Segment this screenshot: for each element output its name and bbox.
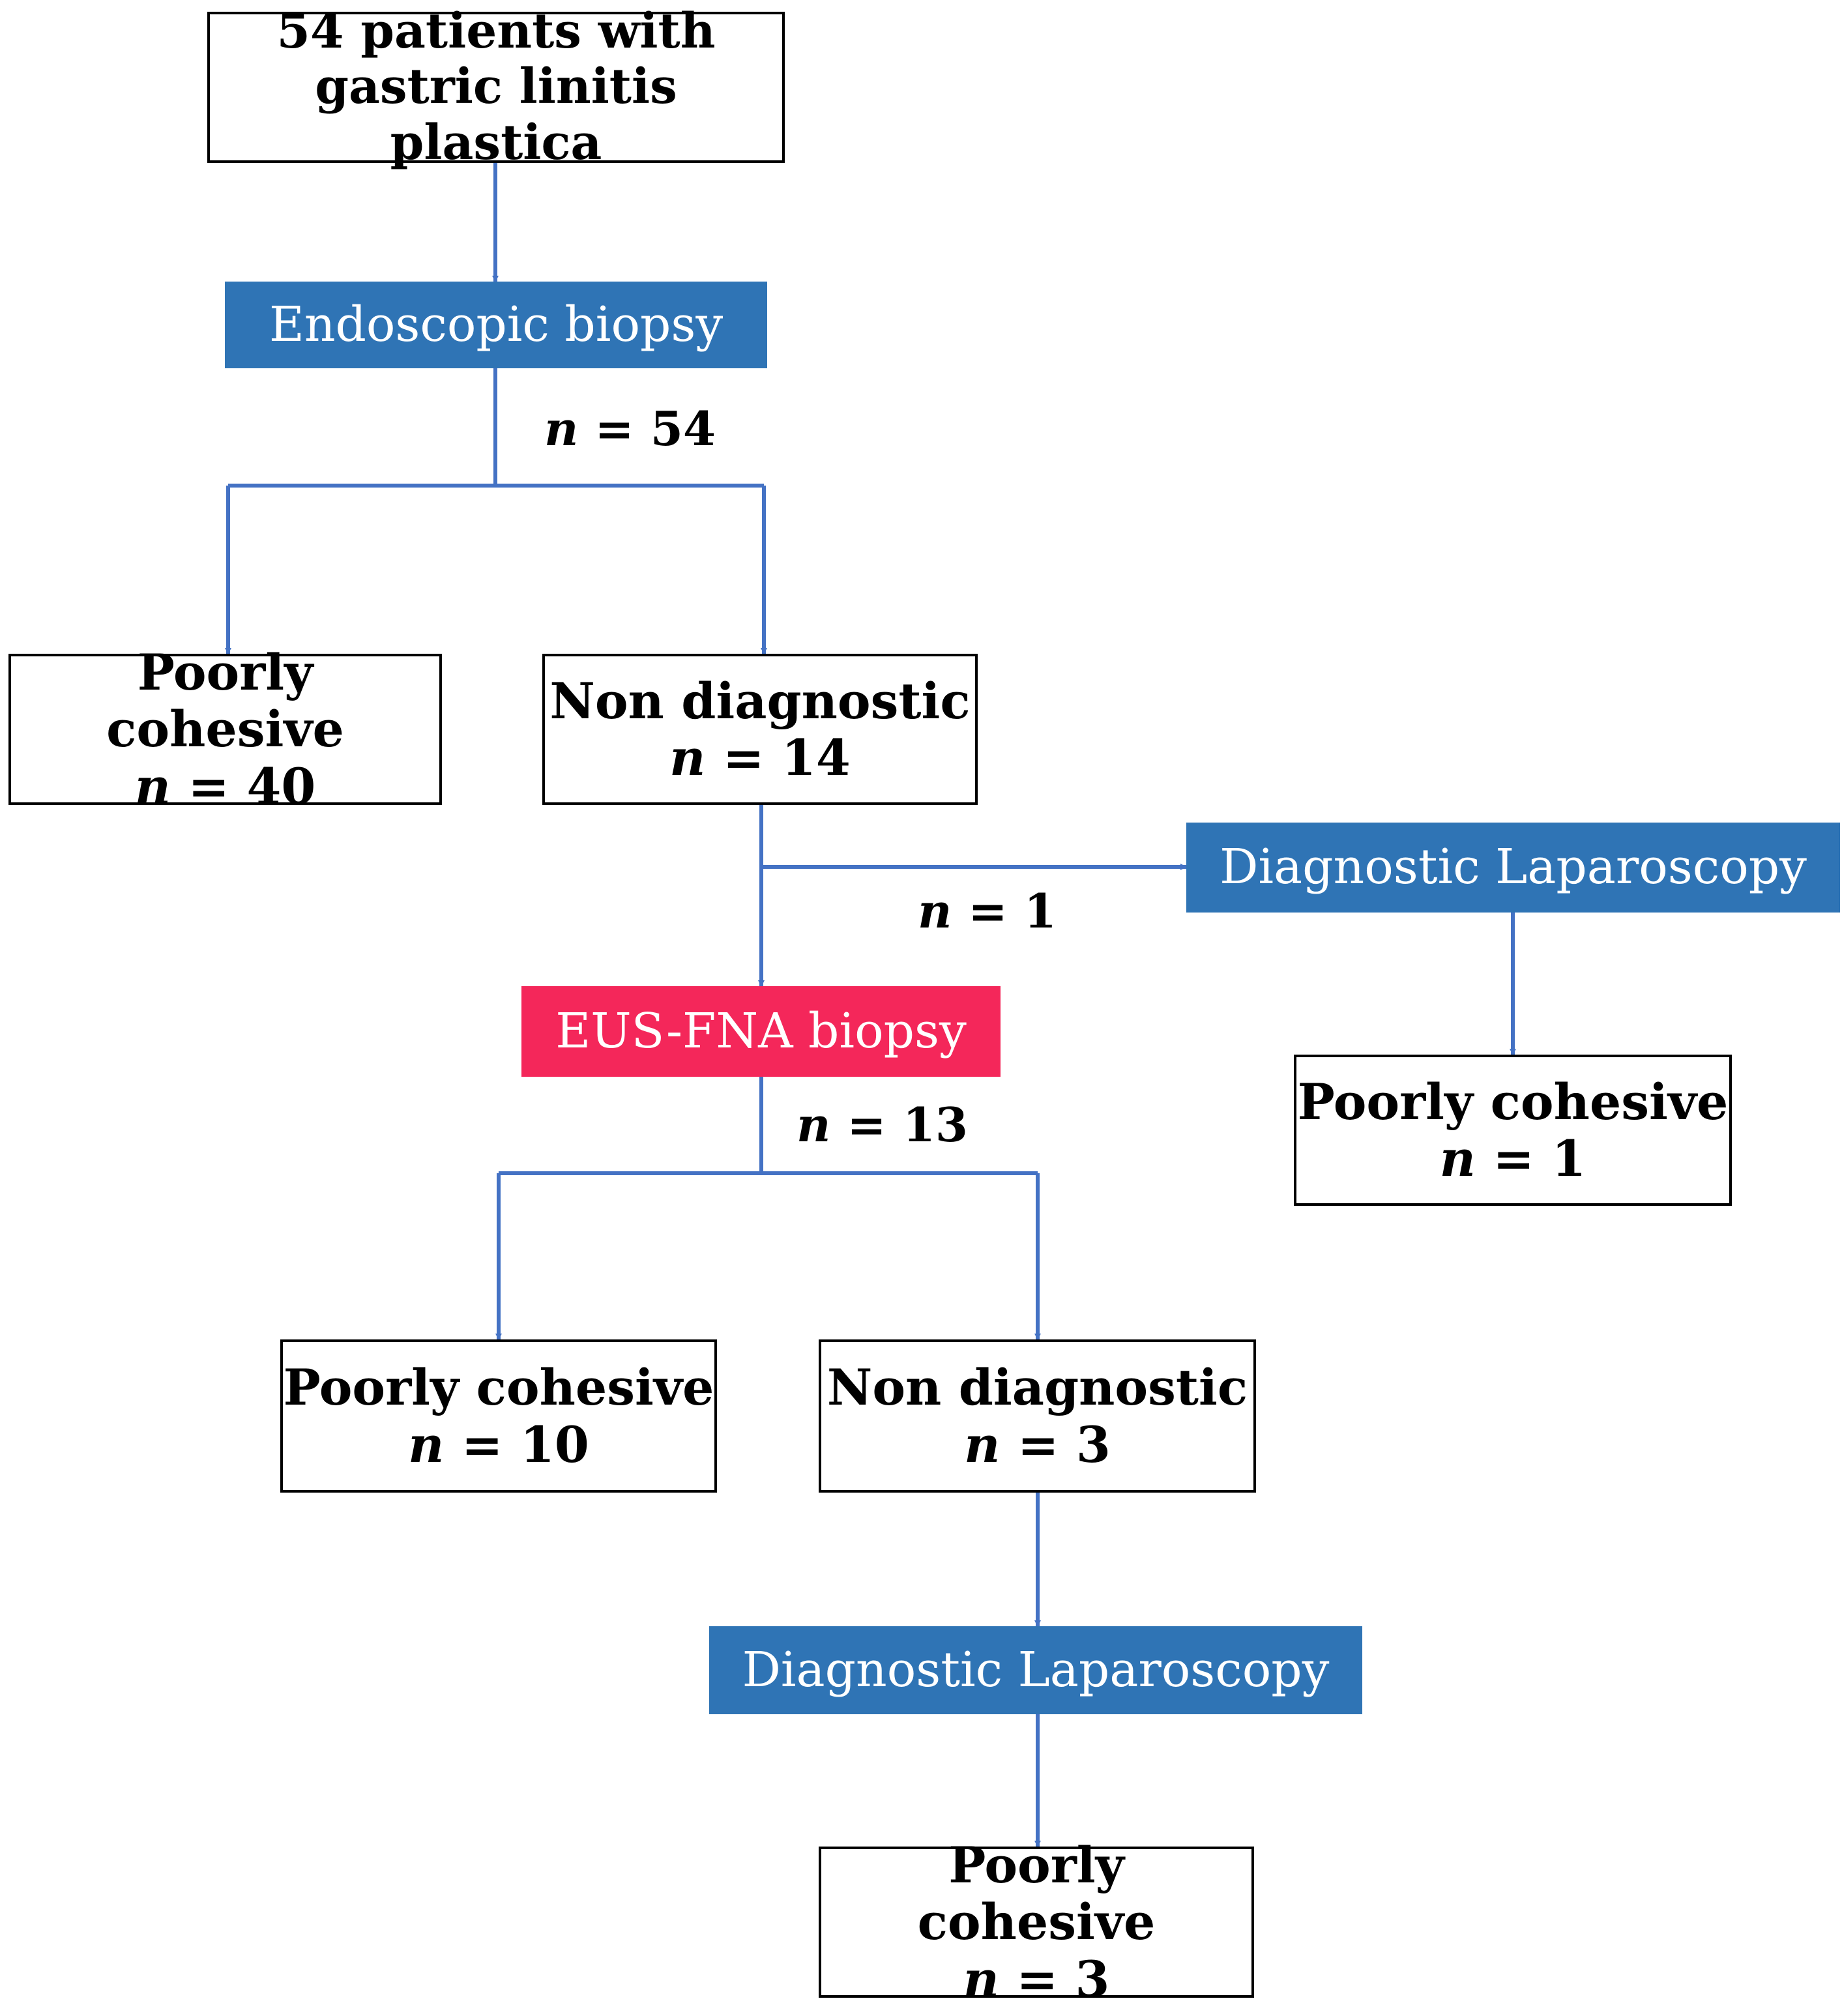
- edge-label-n54: n = 54: [544, 401, 716, 456]
- poorly-cohesive-3-label: Poorly cohesive: [917, 1835, 1156, 1951]
- start-line-2: gastric linitis plastica: [315, 59, 677, 171]
- diagnostic-laparoscopy-1-node: Diagnostic Laparoscopy: [1186, 823, 1840, 913]
- start-line-1: 54 patients with: [276, 3, 716, 60]
- diagnostic-laparoscopy-2-node: Diagnostic Laparoscopy: [709, 1626, 1362, 1714]
- diagnostic-laparoscopy-1-label: Diagnostic Laparoscopy: [1220, 839, 1807, 896]
- start-node: 54 patients with gastric linitis plastic…: [207, 4, 785, 170]
- poorly-cohesive-1-label: Poorly cohesive: [1297, 1072, 1729, 1131]
- eus-fna-biopsy-node: EUS-FNA biopsy: [521, 986, 1001, 1077]
- non-diagnostic-14-label: Non diagnostic: [549, 671, 971, 730]
- poorly-cohesive-1-node: Poorly cohesive n = 1: [1294, 1055, 1732, 1206]
- poorly-cohesive-3-count: n = 3: [963, 1950, 1110, 2008]
- diagnostic-laparoscopy-2-label: Diagnostic Laparoscopy: [742, 1641, 1330, 1698]
- non-diagnostic-3-node: Non diagnostic n = 3: [819, 1339, 1256, 1493]
- non-diagnostic-3-label: Non diagnostic: [826, 1358, 1248, 1417]
- poorly-cohesive-10-label: Poorly cohesive: [283, 1358, 714, 1417]
- non-diagnostic-3-count: n = 3: [964, 1415, 1111, 1474]
- edge-label-n1: n = 1: [918, 883, 1057, 939]
- poorly-cohesive-40-count: n = 40: [134, 757, 316, 815]
- endoscopic-biopsy-node: Endoscopic biopsy: [225, 282, 767, 368]
- non-diagnostic-14-count: n = 14: [669, 729, 851, 787]
- poorly-cohesive-10-count: n = 10: [408, 1415, 589, 1474]
- non-diagnostic-14-node: Non diagnostic n = 14: [542, 654, 978, 805]
- poorly-cohesive-3-node: Poorly cohesive n = 3: [819, 1837, 1254, 2008]
- eus-fna-biopsy-label: EUS-FNA biopsy: [555, 1002, 967, 1059]
- poorly-cohesive-1-count: n = 1: [1439, 1130, 1586, 1188]
- poorly-cohesive-40-node: Poorly cohesive n = 40: [8, 644, 442, 815]
- poorly-cohesive-40-label: Poorly cohesive: [106, 643, 344, 759]
- edge-label-n13: n = 13: [797, 1097, 969, 1152]
- poorly-cohesive-10-node: Poorly cohesive n = 10: [280, 1339, 717, 1493]
- endoscopic-biopsy-label: Endoscopic biopsy: [269, 296, 724, 353]
